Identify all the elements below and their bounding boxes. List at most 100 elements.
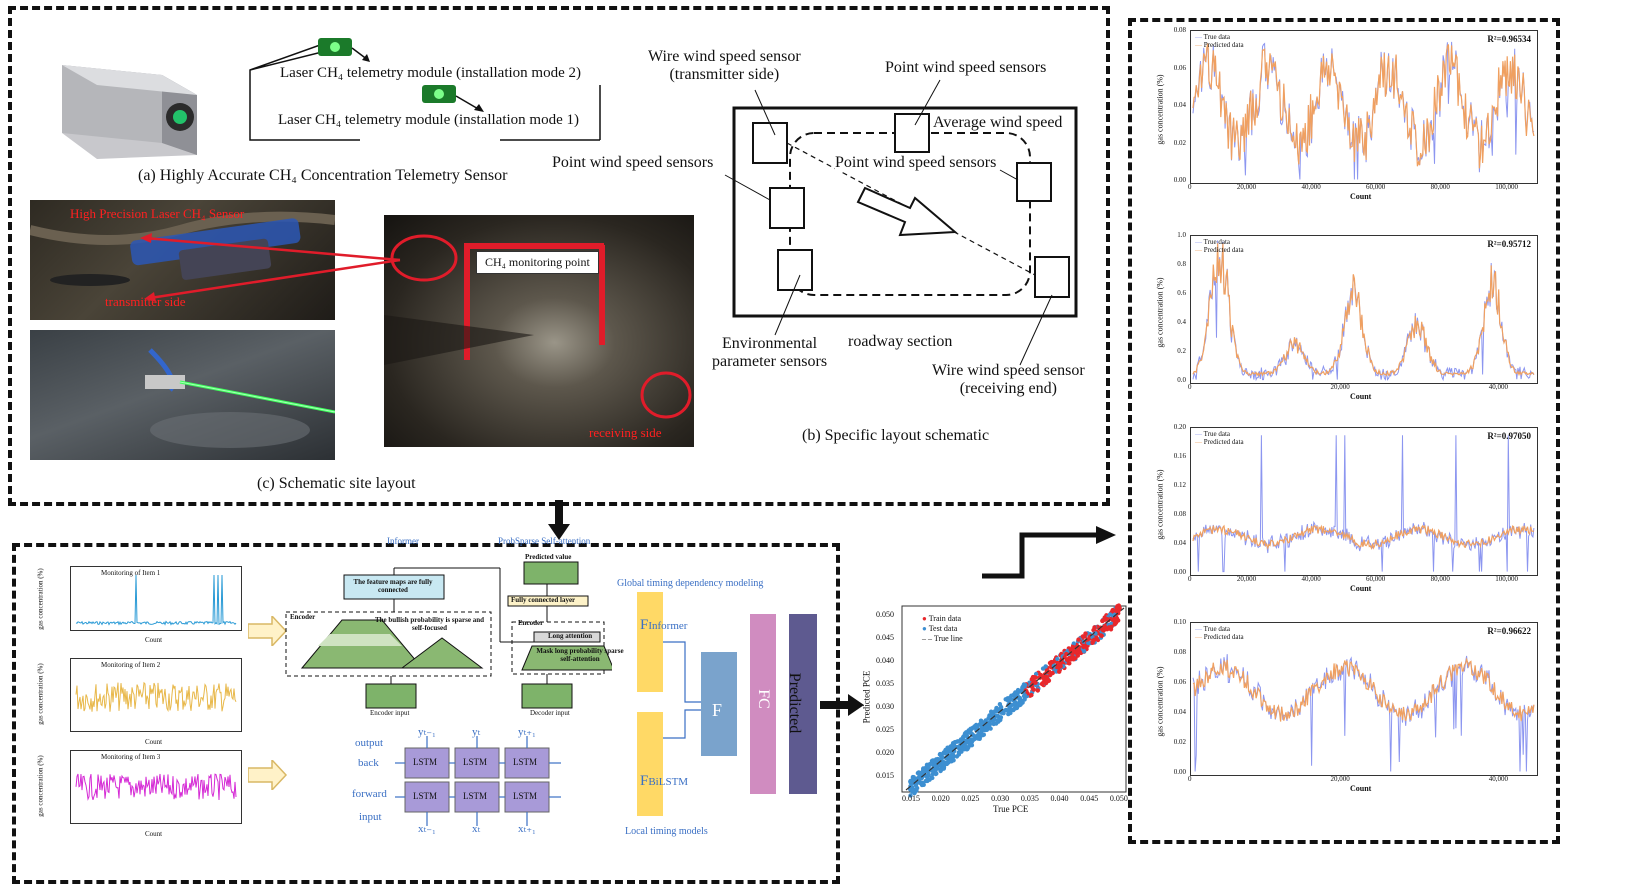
scatter-point <box>1107 612 1113 617</box>
scatter-point <box>1008 695 1013 700</box>
scatter-xlabel: True PCE <box>993 804 1029 814</box>
x-t: xₜ <box>472 823 481 835</box>
photo-arrows <box>140 233 401 302</box>
scatter-point <box>959 749 964 754</box>
fc-layer-label: Fully connected layer <box>511 596 576 604</box>
scatter-point <box>1055 656 1060 662</box>
wire-rx-label: Wire wind speed sensor (receiving end) <box>932 362 1085 397</box>
f-bilstm-block <box>637 712 663 816</box>
plot-ylabel: gas concentration (%) <box>1155 74 1165 145</box>
probsparse-title: ProbSparse Self-attention <box>498 536 591 546</box>
scatter-point <box>1076 649 1081 654</box>
scatter-point <box>976 736 981 741</box>
scatter-point <box>1068 657 1074 662</box>
bilstm-diagram <box>395 736 561 826</box>
scatter-point <box>937 751 943 757</box>
encoder2-label: Encoder <box>518 619 544 627</box>
caption-c: (c) Schematic site layout <box>257 475 416 492</box>
scatter-point <box>1012 706 1017 711</box>
scatter-point <box>926 772 931 778</box>
photo-tunnel: CH₄ monitoring point receiving side <box>384 215 694 447</box>
scatter-legend: ● Train data ● Test data – – True line <box>922 614 963 643</box>
right-frame <box>1128 18 1560 844</box>
scatter-point <box>1080 634 1085 639</box>
scatter-point <box>917 773 922 778</box>
scatter-point <box>1100 618 1105 623</box>
scatter-point <box>979 723 985 728</box>
y-next: yₜ₊₁ <box>518 726 536 738</box>
informer-diagram <box>285 561 612 709</box>
scatter-point <box>994 706 999 711</box>
scatter-point <box>989 712 994 718</box>
scatter-point <box>969 737 975 743</box>
scatter-point <box>949 753 954 758</box>
point-top-label: Point wind speed sensors <box>885 59 1047 76</box>
scatter-point <box>1058 664 1063 669</box>
scatter-point <box>1032 675 1038 680</box>
plot-ylabel: gas concentration (%) <box>1155 276 1165 348</box>
transmitter-label: transmitter side <box>105 294 186 309</box>
scatter-point <box>1099 633 1104 638</box>
bullish-label: The bullish probability is sparse and se… <box>375 616 484 632</box>
scatter-ylabel: Predicted PCE <box>861 670 872 724</box>
scatter-point <box>930 758 936 763</box>
scatter-point <box>1040 681 1045 686</box>
scatter-point <box>908 793 913 798</box>
f-informer-block <box>637 592 663 692</box>
plot-legend: — True data— Predicted data <box>1195 33 1244 49</box>
fc-label: FC <box>754 689 772 709</box>
scatter-point <box>927 777 932 782</box>
predicted-data-series <box>1192 524 1535 551</box>
scatter-point <box>1014 692 1020 698</box>
scatter-point <box>945 745 950 750</box>
scatter-point <box>1008 707 1013 712</box>
avg-wind-label: Average wind speed <box>933 114 1063 131</box>
scatter-point <box>981 732 986 737</box>
scatter-point <box>958 738 964 743</box>
down-arrow <box>548 500 570 540</box>
scatter-point <box>923 778 928 784</box>
lstm-4: LSTM <box>413 791 438 801</box>
scatter-point <box>937 763 942 768</box>
lstm-5: LSTM <box>463 791 488 801</box>
scatter-point <box>1109 624 1114 629</box>
output-label: output <box>355 737 384 749</box>
lstm-2: LSTM <box>463 757 488 767</box>
f-informer-label: FInformer <box>640 617 688 633</box>
scatter-point <box>965 746 970 751</box>
scatter-point <box>908 778 913 784</box>
plot-xlabel: Count <box>1350 584 1372 593</box>
scatter-point <box>952 743 957 748</box>
scatter-point <box>1047 660 1053 666</box>
scatter-point <box>1085 637 1090 642</box>
scatter-point <box>1022 693 1028 698</box>
scatter-point <box>1031 687 1036 692</box>
schematic-leaders <box>724 79 1053 366</box>
predicted-block <box>789 614 817 794</box>
scatter-point <box>983 727 988 733</box>
r2-label: R²=0.96622 <box>1487 626 1531 636</box>
mini-plot-3: Monitoring of Item 3 <box>70 750 242 824</box>
yellow-arrow-2 <box>248 760 288 790</box>
feature-maps-label: The feature maps are fully connected <box>353 578 433 594</box>
scatter-point <box>1029 692 1034 698</box>
true-data-series <box>1192 435 1535 573</box>
lstm-3: LSTM <box>513 757 538 767</box>
fc-block <box>750 614 776 794</box>
scatter-point <box>1057 669 1062 674</box>
f-label: F <box>712 700 723 720</box>
scatter-point <box>1005 698 1011 703</box>
plot-xlabel: Count <box>1350 784 1372 793</box>
wire-tx-label: Wire wind speed sensor (transmitter side… <box>648 48 801 83</box>
plot-xlabel: Count <box>1350 392 1372 401</box>
scatter-point <box>1081 644 1086 650</box>
scatter-point <box>1018 701 1023 707</box>
scatter-point <box>911 775 916 780</box>
plot-legend: — True data— Predicted data <box>1195 238 1244 254</box>
